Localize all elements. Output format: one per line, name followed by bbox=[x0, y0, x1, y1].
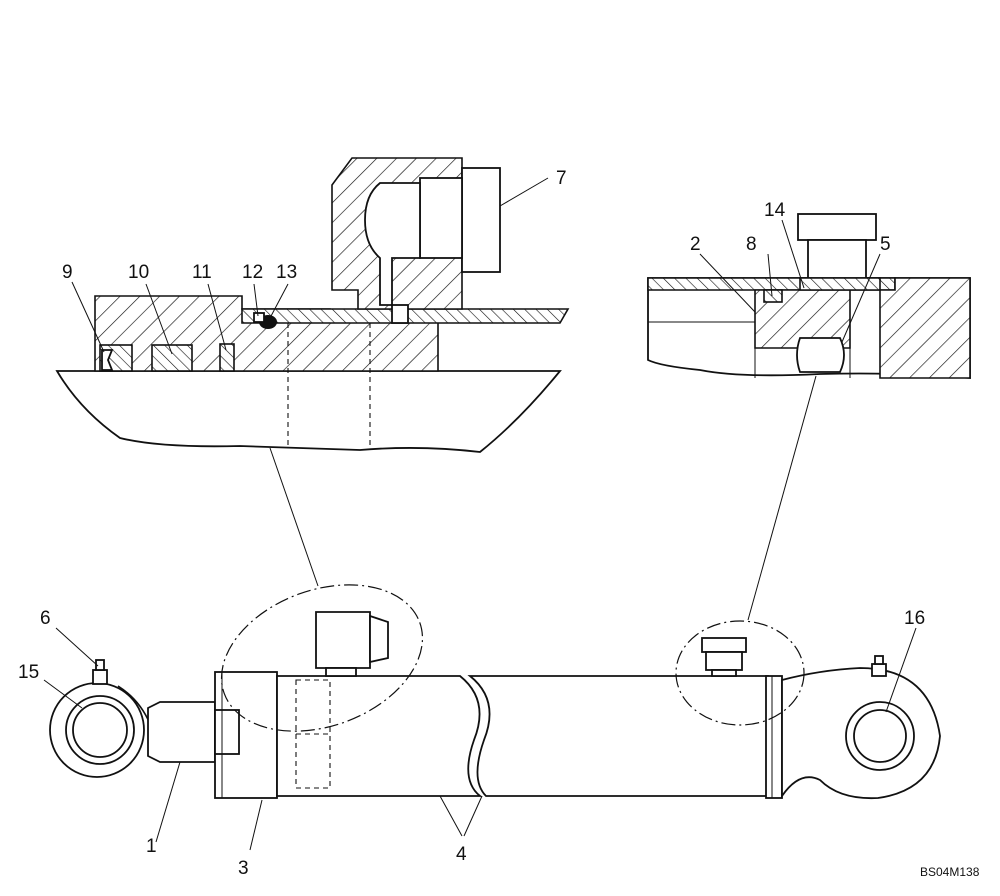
callout-2: 2 bbox=[690, 234, 701, 255]
end-cap bbox=[879, 277, 971, 379]
grease-fitting-left bbox=[92, 659, 108, 685]
callout-4: 4 bbox=[456, 844, 467, 865]
port-fitting-face bbox=[419, 177, 463, 259]
seal-9-lip bbox=[101, 349, 114, 371]
port-fitting-inner bbox=[364, 182, 421, 306]
rod-section bbox=[55, 370, 562, 453]
barrel-port-right bbox=[701, 637, 747, 677]
piston-rod bbox=[147, 701, 216, 763]
seal-11 bbox=[219, 343, 235, 372]
leader-lines bbox=[43, 177, 917, 851]
barrel-port-left bbox=[315, 611, 389, 677]
callout-12: 12 bbox=[242, 262, 263, 283]
callout-13: 13 bbox=[276, 262, 297, 283]
detail-circle-gland bbox=[220, 584, 424, 732]
barrel bbox=[276, 675, 483, 797]
port-fitting-right bbox=[797, 213, 877, 241]
callout-5: 5 bbox=[880, 234, 891, 255]
gland-nut bbox=[214, 709, 240, 755]
drawing-code: BS04M138 bbox=[920, 865, 980, 879]
cylinder-assembly bbox=[49, 611, 941, 800]
port-bore bbox=[391, 304, 409, 324]
port-fitting-right-body bbox=[807, 239, 867, 279]
callout-11: 11 bbox=[192, 262, 212, 283]
callout-6: 6 bbox=[40, 608, 51, 629]
piston-seal-8 bbox=[763, 289, 783, 303]
callout-16: 16 bbox=[904, 608, 925, 629]
callout-8: 8 bbox=[746, 234, 757, 255]
seal-10 bbox=[151, 344, 193, 372]
port-fitting-bolt bbox=[461, 167, 501, 273]
callout-3: 3 bbox=[238, 858, 249, 879]
grease-fitting-right bbox=[871, 655, 887, 677]
seal-12 bbox=[253, 312, 265, 323]
callout-7: 7 bbox=[556, 168, 567, 189]
callout-15: 15 bbox=[18, 662, 39, 683]
callout-9: 9 bbox=[62, 262, 73, 283]
gland-section-detail bbox=[55, 157, 570, 453]
piston-section-detail bbox=[647, 213, 971, 379]
callout-1: 1 bbox=[146, 836, 157, 857]
port-fitting-right-base bbox=[799, 277, 881, 291]
cylinder-base bbox=[765, 667, 941, 800]
barrel-right bbox=[467, 675, 769, 797]
callout-10: 10 bbox=[128, 262, 149, 283]
detail-circle-piston bbox=[675, 620, 805, 726]
rod-end-eye bbox=[49, 682, 151, 778]
callout-14: 14 bbox=[764, 200, 786, 221]
piston-nut bbox=[796, 337, 845, 373]
